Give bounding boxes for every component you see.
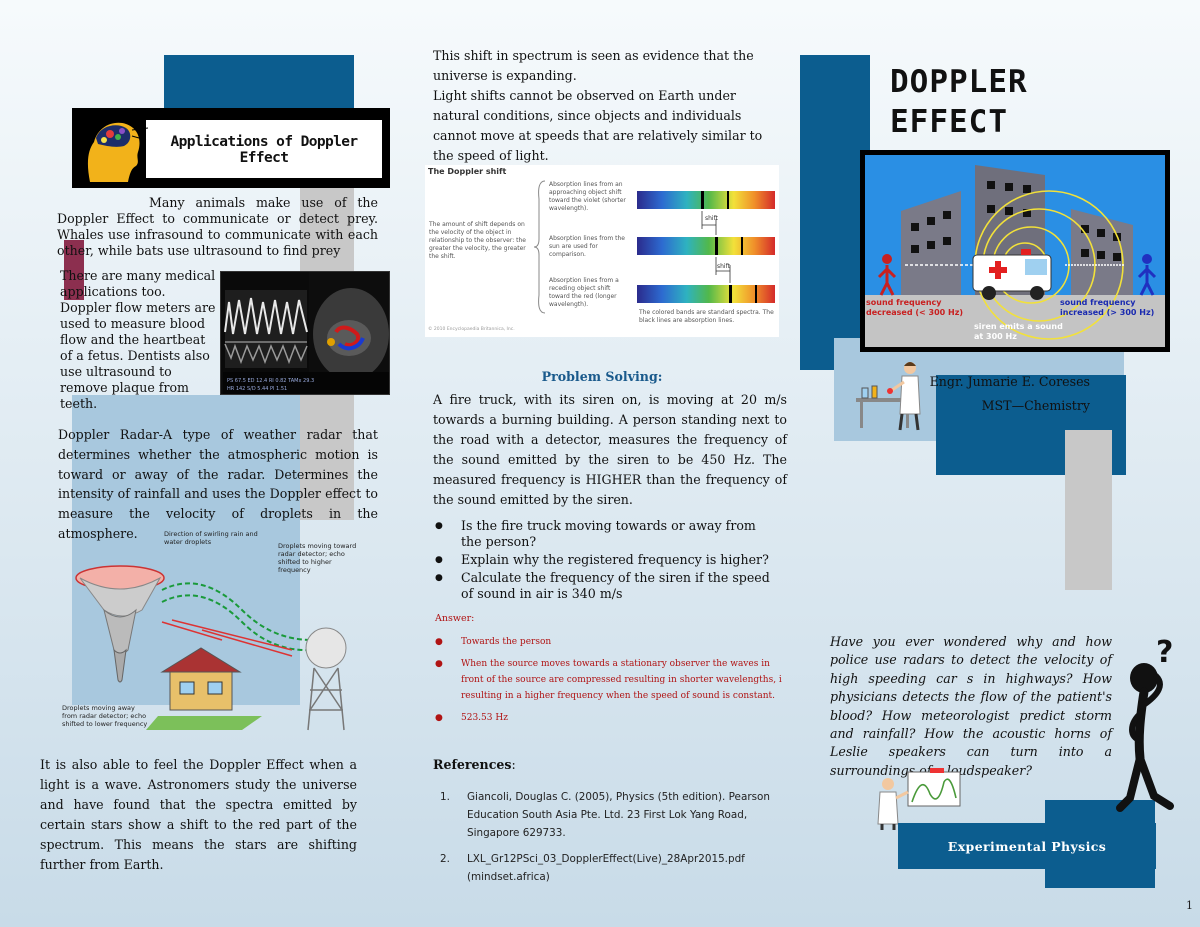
doppler-shift-figure: The Doppler shift The amount of shift de… — [425, 165, 779, 337]
reference-item: 1. Giancoli, Douglas C. (2005), Physics … — [440, 788, 790, 842]
light-text: It is also able to feel the Doppler Effe… — [40, 757, 357, 872]
title-line-2: EFFECT — [890, 104, 1008, 140]
thinking-figure-icon: ? — [1116, 635, 1174, 812]
cover-graphic — [865, 155, 1165, 347]
fig-shift-label-1: shift — [705, 215, 718, 222]
problem-text: A fire truck, with its siren on, is movi… — [433, 392, 787, 507]
question-item: Explain why the registered frequency is … — [435, 552, 775, 568]
answer-label: Answer: — [435, 613, 475, 624]
radar-label-top: Direction of swirling rain and water dro… — [164, 530, 258, 546]
deco-block-gray-2 — [1065, 430, 1112, 590]
radar-label-right: Droplets moving toward radar detector; e… — [278, 542, 357, 574]
cover-left-label: sound frequency decreased (< 300 Hz) — [866, 298, 963, 317]
fig-label-3: Absorption lines from a receding object … — [549, 277, 619, 308]
reference-number: 1. — [440, 791, 450, 803]
radar-text: Doppler Radar-A type of weather radar th… — [58, 427, 378, 541]
answer-item: 523.53 Hz — [435, 710, 783, 726]
references-list: 1. Giancoli, Douglas C. (2005), Physics … — [440, 788, 790, 886]
brain-head-icon — [87, 117, 149, 182]
title-line-1: DOPPLER — [890, 64, 1028, 100]
tagline-text: Experimental Physics — [947, 838, 1107, 854]
fig-label-1: Absorption lines from an approaching obj… — [549, 181, 626, 212]
scientist-icon — [856, 362, 921, 431]
svg-text:HR 142 S/D 5.44 PI 1.51: HR 142 S/D 5.44 PI 1.51 — [227, 386, 287, 392]
ultrasound-graphic: PS 67.5 ED 12.4 RI 0.82 TAMx 29.3 HR 142… — [221, 272, 389, 394]
author-name: Engr. Jumarie E. Coreses — [929, 374, 1090, 389]
deco-block-maroon — [64, 240, 84, 300]
references-label: References — [433, 757, 512, 772]
reference-text: Giancoli, Douglas C. (2005), Physics (5t… — [467, 791, 770, 839]
question-item: Is the fire truck moving towards or away… — [435, 518, 775, 550]
intro-question-text: Have you ever wondered why and how polic… — [830, 634, 1112, 778]
main-title: DOPPLER EFFECT — [890, 62, 1028, 142]
doppler-radar-figure: Direction of swirling rain and water dro… — [62, 530, 362, 745]
light-shift-text: Light shifts cannot be observed on Earth… — [433, 88, 763, 163]
radar-label-bottom: Droplets moving away from radar detector… — [62, 704, 148, 728]
banner-title: Applications of Doppler Effect — [170, 134, 359, 166]
page-number: 1 — [1186, 899, 1193, 912]
fig-brace — [533, 180, 546, 314]
reference-text: LXL_Gr12PSci_03_DopplerEffect(Live)_28Ap… — [467, 853, 745, 883]
question-item: Calculate the frequency of the siren if … — [435, 570, 775, 602]
svg-text:?: ? — [1156, 635, 1173, 670]
reference-number: 2. — [440, 853, 450, 865]
cover-illustration: sound frequency decreased (< 300 Hz) sou… — [860, 150, 1170, 352]
svg-text:PS 67.5 ED 12.4 RI 0.82 TAM: PS 67.5 ED 12.4 RI 0.82 TAMx 29.3 — [227, 378, 314, 384]
answer-item: When the source moves towards a stationa… — [435, 656, 783, 704]
fig-left-desc: The amount of shift depends on the veloc… — [429, 221, 527, 260]
expanding-text: This shift in spectrum is seen as eviden… — [433, 48, 754, 83]
spectra-graphic — [637, 191, 775, 303]
radar-graphic — [75, 565, 347, 731]
lab-graph-icon — [877, 768, 961, 830]
cover-bottom-label: siren emits a sound at 300 Hz — [974, 322, 1063, 341]
cover-right-label: sound frequency increased (> 300 Hz) — [1060, 298, 1155, 317]
fig-label-2: Absorption lines from the sun are used f… — [549, 235, 625, 258]
author-dept: MST—Chemistry — [981, 398, 1090, 413]
applications-banner: Applications of Doppler Effect — [72, 108, 390, 188]
doppler-ultrasound-image: PS 67.5 ED 12.4 RI 0.82 TAMx 29.3 HR 142… — [220, 271, 390, 395]
problem-title: Problem Solving: — [541, 369, 663, 384]
fig-shift-label-2: shift — [717, 263, 730, 270]
fig-caption: The colored bands are standard spectra. … — [639, 309, 774, 324]
questions-list: Is the fire truck moving towards or away… — [435, 518, 775, 602]
answers-list: Towards the person When the source moves… — [435, 634, 783, 726]
fig-title: The Doppler shift — [428, 167, 507, 176]
deco-block-dark-2 — [800, 55, 870, 370]
animals-text: Many animals make use of the Doppler Eff… — [57, 195, 378, 258]
tagline-box: Experimental Physics — [898, 823, 1156, 869]
answer-item: Towards the person — [435, 634, 783, 650]
references-heading: References: — [433, 757, 516, 772]
reference-item: 2. LXL_Gr12PSci_03_DopplerEffect(Live)_2… — [440, 850, 790, 886]
deco-block-light-1 — [72, 395, 300, 705]
fig-copyright: © 2010 Encyclopaedia Britannica, Inc. — [428, 327, 515, 332]
medical-text: There are many medical applications too.… — [60, 268, 216, 411]
